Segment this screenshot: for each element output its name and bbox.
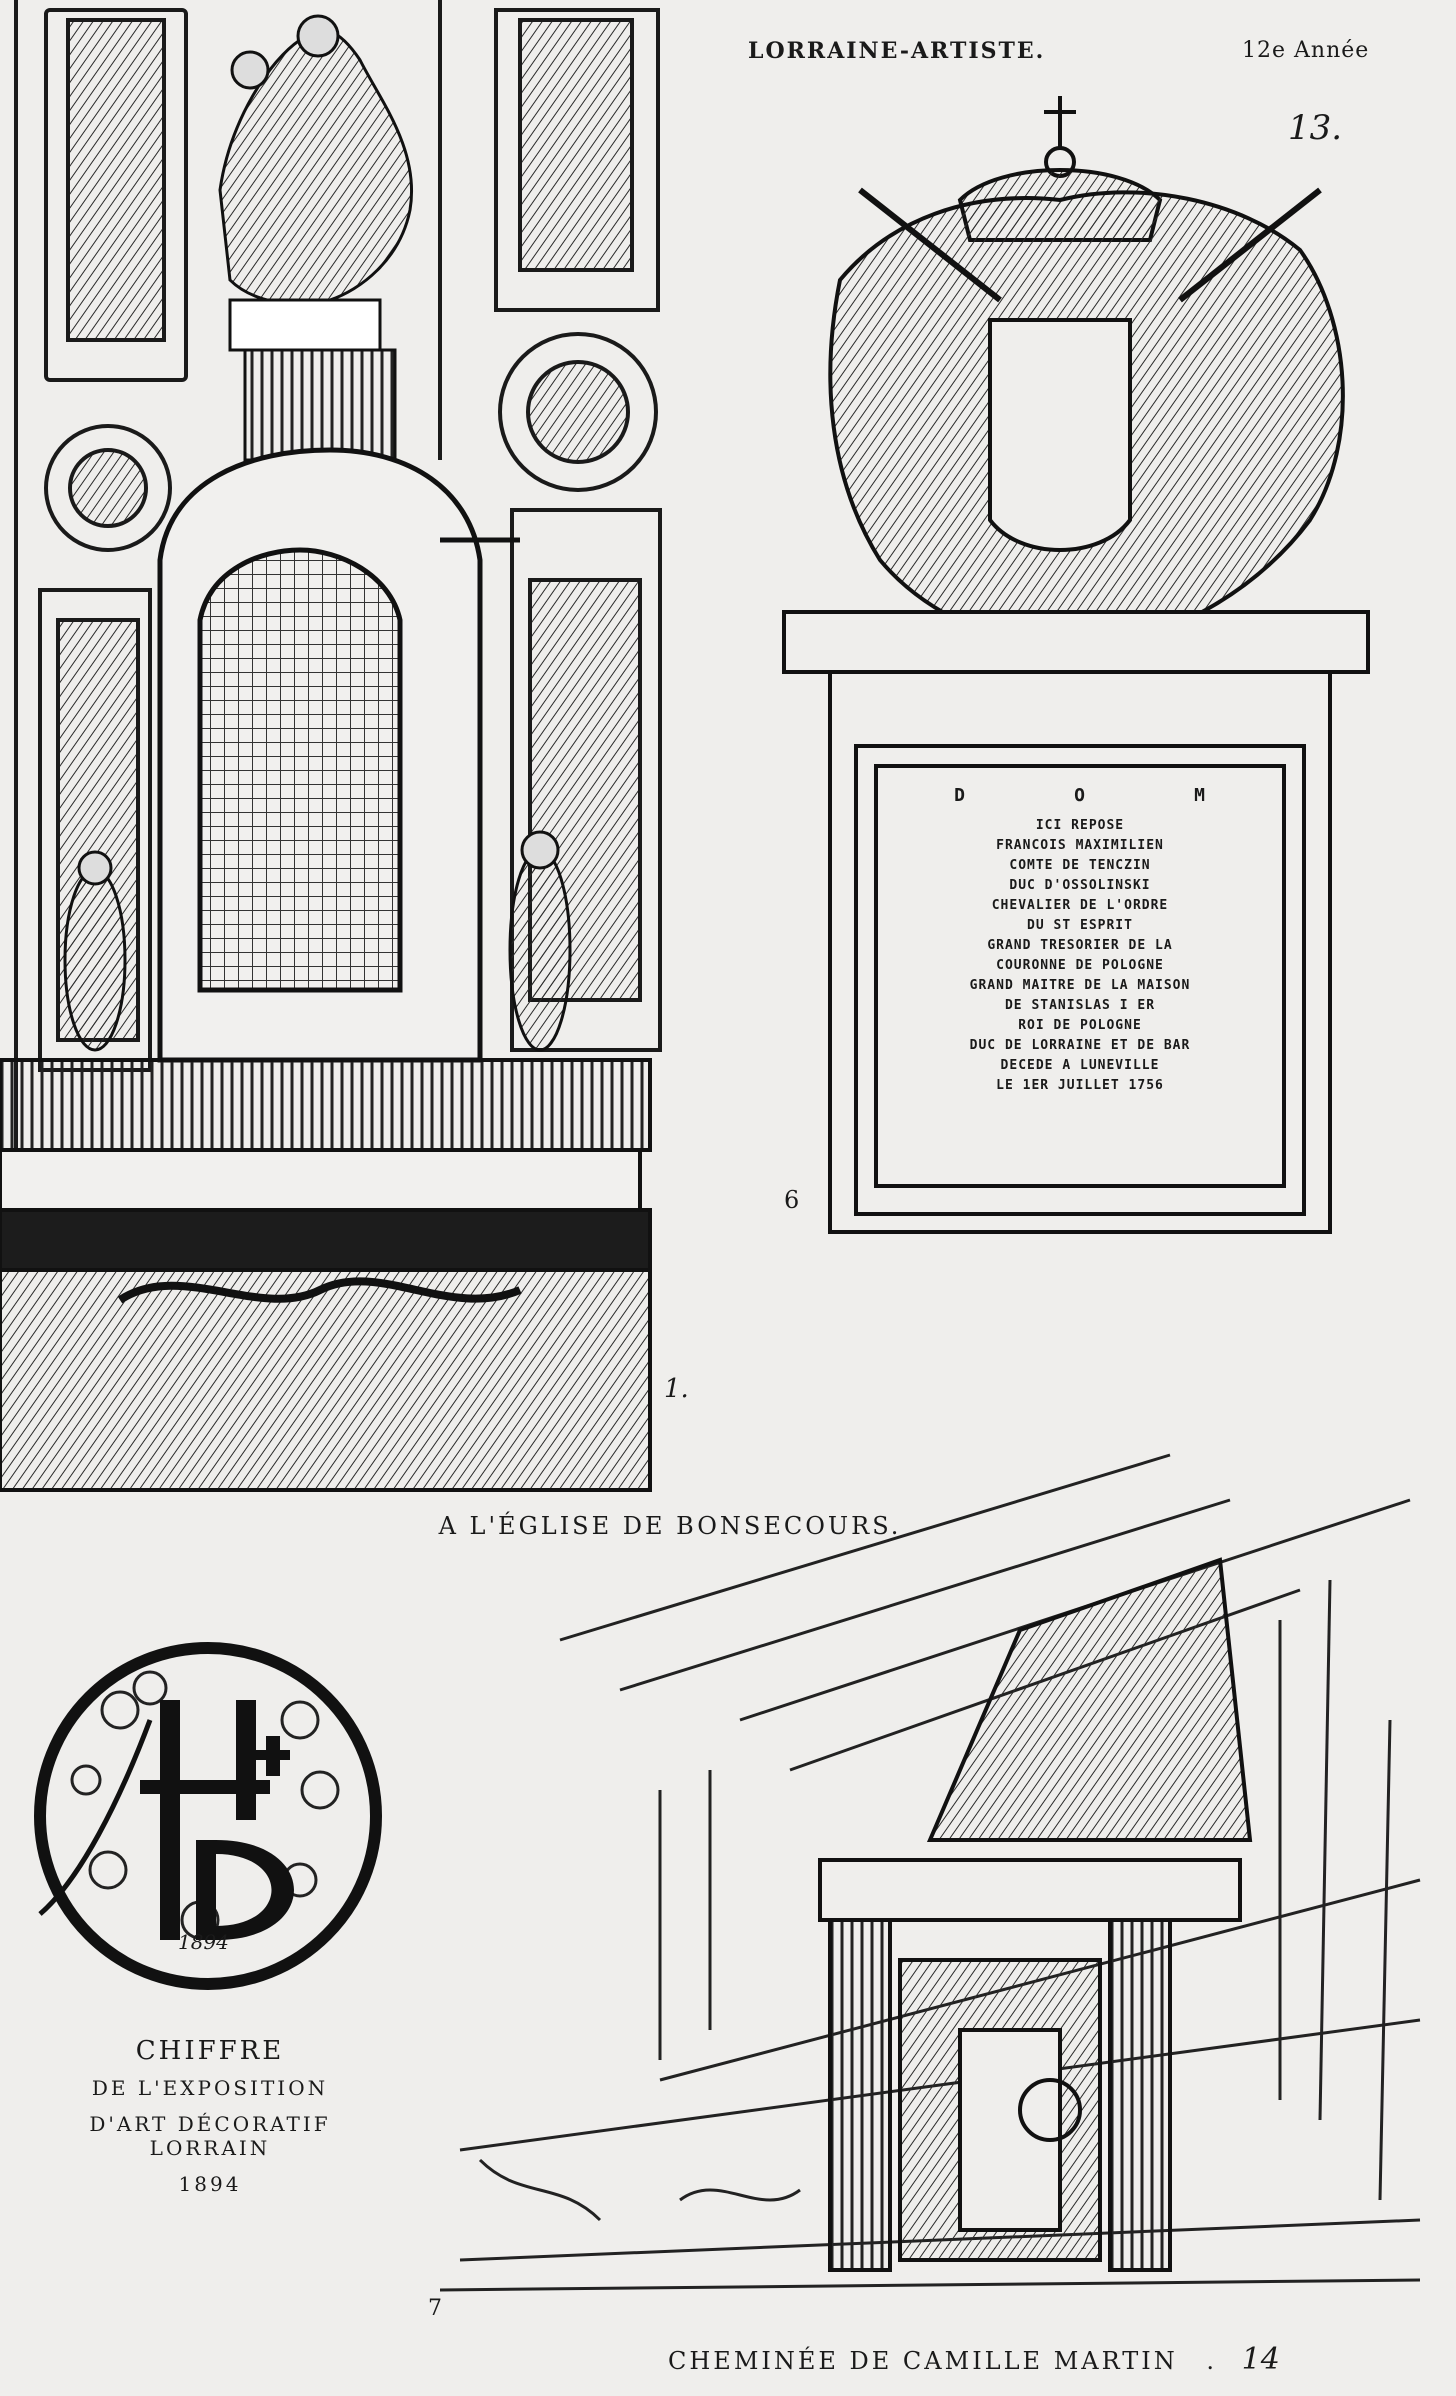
plaque-line: DE STANISLAS I ER [1004, 998, 1156, 1013]
monogram-year: 1894 [178, 1930, 229, 1954]
chimney-caption-number: 14 [1241, 2342, 1280, 2377]
plaque-line: DECEDE A LUNEVILLE [1000, 1058, 1160, 1073]
plaque-initial: M [1194, 785, 1206, 806]
plaque-line: DUC DE LORRAINE ET DE BAR [969, 1038, 1191, 1053]
altar-figure-number: 1. [664, 1374, 689, 1404]
plaque-line: DU ST ESPRIT [1027, 918, 1133, 933]
plaque-line: GRAND MAITRE DE LA MAISON [969, 978, 1191, 993]
chimney-caption-separator: . [1206, 2347, 1218, 2375]
epitaph-figure-number: 6 [784, 1186, 800, 1214]
chiffre-line: D'ART DÉCORATIF LORRAIN [89, 2112, 331, 2160]
church-caption: A L'ÉGLISE DE BONSECOURS. [438, 1512, 902, 1540]
plaque-initial: O [1074, 785, 1086, 806]
plaque-line: COURONNE DE POLOGNE [996, 958, 1164, 973]
journal-title: LORRAINE-ARTISTE. [748, 38, 1046, 64]
plaque-line: LE 1ER JUILLET 1756 [996, 1078, 1164, 1093]
chimney-caption: CHEMINÉE DE CAMILLE MARTIN . 14 [668, 2342, 1280, 2377]
chimney-figure-number: 7 [428, 2296, 442, 2321]
page-number: 13. [1288, 108, 1343, 148]
plaque-line: FRANCOIS MAXIMILIEN [996, 838, 1164, 853]
chiffre-year: 1894 [178, 2172, 242, 2196]
plaque-line: DUC D'OSSOLINSKI [1009, 878, 1151, 893]
plaque-line: ICI REPOSE [1035, 818, 1125, 833]
chiffre-title: CHIFFRE [135, 2036, 285, 2066]
epitaph-plaque: D O M ICI REPOSE FRANCOIS MAXIMILIEN COM… [900, 786, 1260, 1096]
chiffre-caption: CHIFFRE DE L'EXPOSITION D'ART DÉCORATIF … [40, 2036, 380, 2196]
year-label: 12e Année [1242, 38, 1370, 63]
plaque-line: ROI DE POLOGNE [1018, 1018, 1142, 1033]
plaque-line: CHEVALIER DE L'ORDRE [991, 898, 1169, 913]
chimney-caption-text: CHEMINÉE DE CAMILLE MARTIN [668, 2347, 1178, 2375]
chiffre-line: DE L'EXPOSITION [91, 2076, 329, 2100]
plaque-initial: D [954, 785, 966, 806]
plaque-line: GRAND TRESORIER DE LA [987, 938, 1173, 953]
plaque-line: COMTE DE TENCZIN [1009, 858, 1151, 873]
